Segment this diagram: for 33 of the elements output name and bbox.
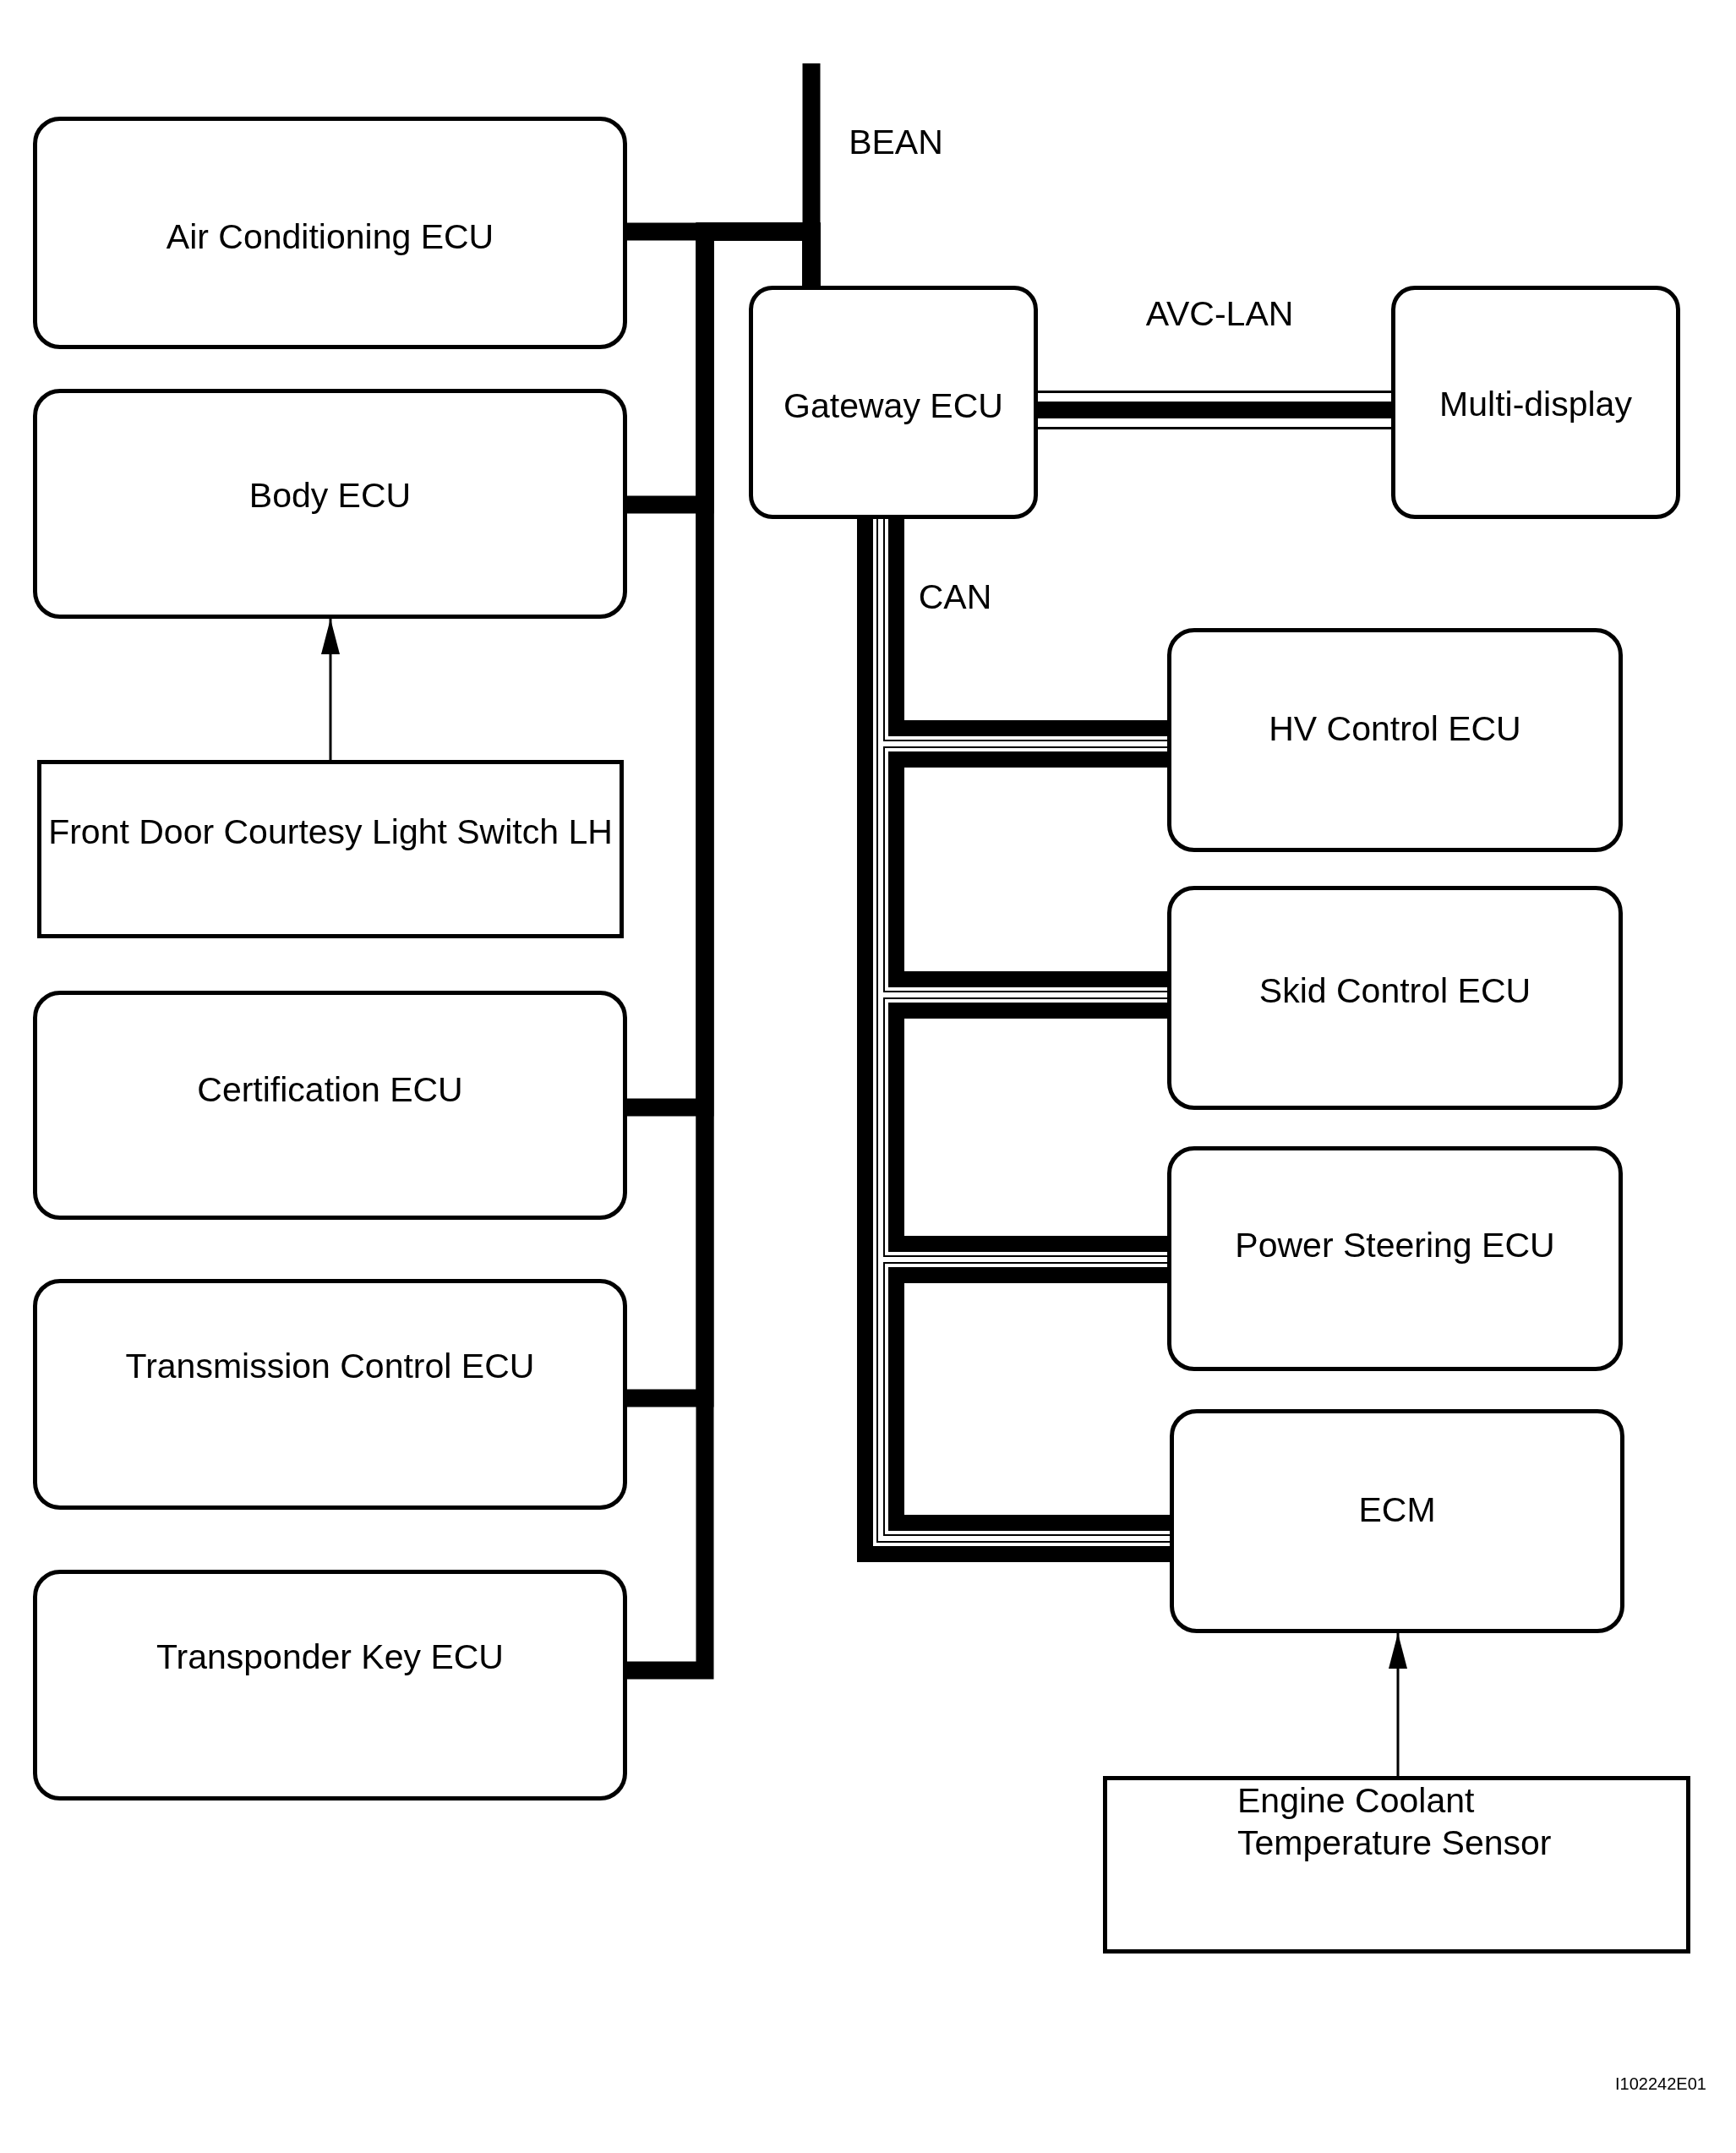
switch-box	[37, 760, 624, 938]
box-label: Power Steering ECU	[1235, 1226, 1555, 1265]
box-label: Front Door Courtesy Light Switch LH	[48, 812, 613, 852]
box-label: Transmission Control ECU	[125, 1347, 535, 1386]
box-label: Engine Coolant Temperature Sensor	[1237, 1781, 1552, 1862]
signal-arrow	[1389, 1633, 1407, 1776]
ecu-box	[1167, 628, 1623, 852]
box-label: Multi-display	[1439, 385, 1632, 424]
ecu-box	[33, 117, 627, 349]
box-label: Skid Control ECU	[1258, 971, 1531, 1011]
box-label: Body ECU	[248, 476, 412, 516]
display-box	[1391, 286, 1680, 519]
ecu-box	[1170, 1409, 1624, 1633]
ecu-box	[33, 1570, 627, 1801]
avc-lan-line	[1038, 391, 1391, 429]
box-label: Certification ECU	[197, 1070, 463, 1110]
ecu-box	[33, 1279, 627, 1510]
sensor-box	[1103, 1776, 1690, 1954]
figure-code: I102242E01	[1615, 2074, 1706, 2094]
bus-name-label: CAN	[918, 577, 992, 619]
box-label: HV Control ECU	[1269, 709, 1521, 749]
bus-name-label: BEAN	[849, 122, 943, 164]
box-label: Transponder Key ECU	[156, 1637, 504, 1677]
ecu-box	[1167, 886, 1623, 1110]
edge-label: AVC-LAN	[1145, 293, 1294, 336]
ecu-box	[33, 389, 627, 619]
box-label: Gateway ECU	[783, 386, 1003, 426]
box-label: ECM	[1358, 1490, 1436, 1530]
signal-arrow	[321, 619, 340, 760]
box-label: Air Conditioning ECU	[166, 217, 494, 257]
ecu-box	[1167, 1146, 1623, 1371]
ecu-box	[33, 991, 627, 1220]
gateway-box	[749, 286, 1038, 519]
